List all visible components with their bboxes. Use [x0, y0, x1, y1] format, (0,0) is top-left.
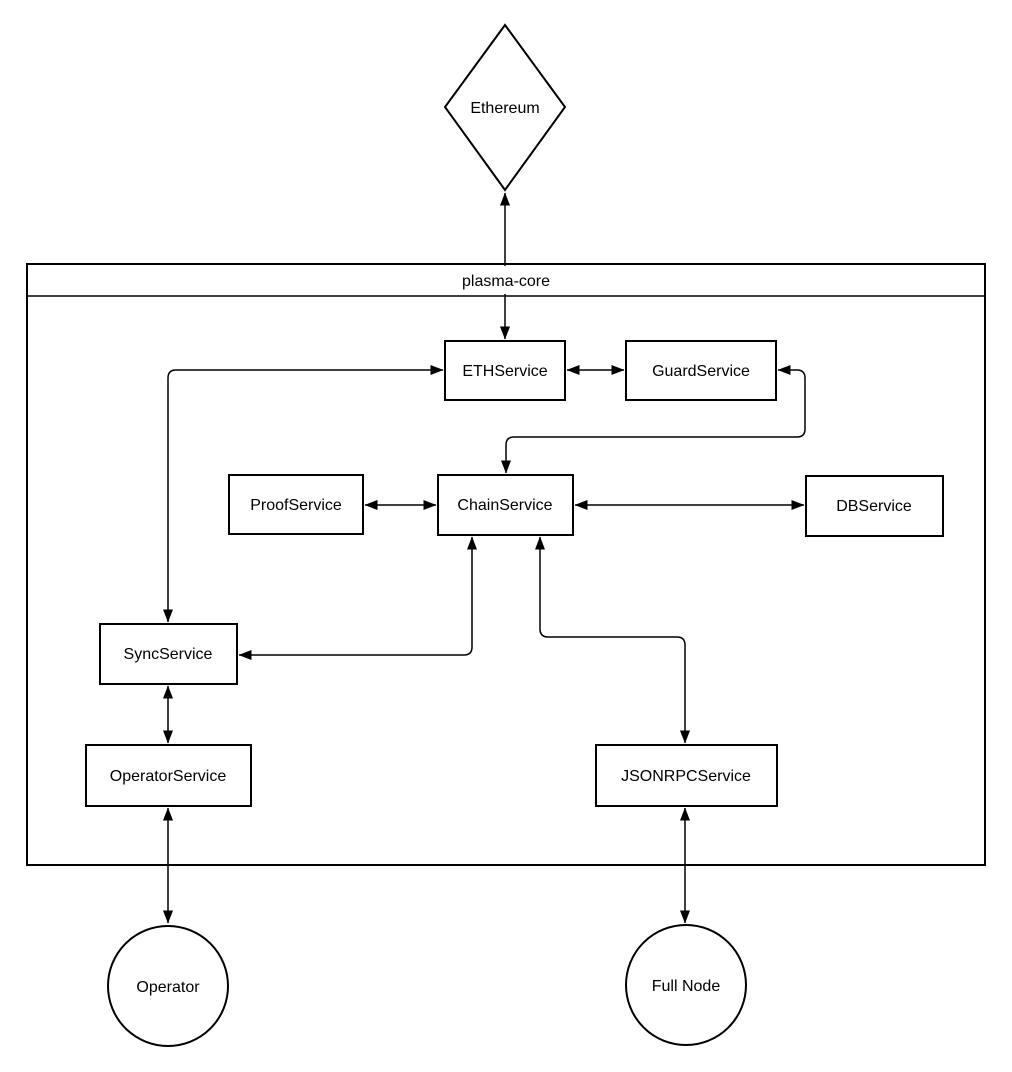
node-operator-service: OperatorService: [85, 744, 252, 807]
plasma-core-title: plasma-core: [462, 273, 550, 290]
operator-label: Operator: [136, 979, 200, 996]
sync-service-box: [99, 623, 238, 685]
node-jsonrpc-service: JSONRPCService: [595, 744, 778, 807]
plasma-core-frame: plasma-core: [26, 263, 986, 866]
full-node-circle: [625, 924, 747, 1046]
edge-guardservice-chainservice: [501, 365, 806, 474]
jsonrpc-service-label: JSONRPCService: [621, 768, 751, 785]
chain-service-box: [437, 474, 574, 536]
chain-service-label: ChainService: [457, 497, 552, 514]
edge-chainservice-jsonrpcservice: [535, 536, 690, 744]
node-proof-service: ProofService: [228, 474, 364, 535]
edge-chainservice-syncservice: [238, 536, 477, 660]
guard-service-box: [625, 340, 777, 401]
node-full-node: Full Node: [625, 924, 747, 1046]
edges: [163, 192, 806, 924]
node-chain-service: ChainService: [437, 474, 574, 536]
node-guard-service: GuardService: [625, 340, 777, 401]
node-ethereum: Ethereum: [443, 23, 567, 192]
node-sync-service: SyncService: [99, 623, 238, 685]
plasma-core-border: [26, 263, 986, 866]
proof-service-label: ProofService: [250, 497, 342, 514]
guard-service-label: GuardService: [652, 363, 750, 380]
ethereum-label: Ethereum: [470, 100, 539, 117]
node-operator: Operator: [107, 925, 229, 1047]
operator-service-box: [85, 744, 252, 807]
ethereum-diamond: [443, 23, 567, 192]
node-db-service: DBService: [805, 475, 944, 537]
sync-service-label: SyncService: [124, 646, 213, 663]
node-eth-service: ETHService: [444, 340, 566, 401]
jsonrpc-service-box: [595, 744, 778, 807]
operator-service-label: OperatorService: [110, 768, 227, 785]
operator-circle: [107, 925, 229, 1047]
db-service-box: [805, 475, 944, 537]
full-node-label: Full Node: [652, 978, 721, 995]
edge-ethservice-syncservice: [163, 365, 444, 623]
eth-service-box: [444, 340, 566, 401]
plasma-core-title-bg: [420, 266, 592, 294]
proof-service-box: [228, 474, 364, 535]
db-service-label: DBService: [836, 498, 912, 515]
eth-service-label: ETHService: [462, 363, 547, 380]
